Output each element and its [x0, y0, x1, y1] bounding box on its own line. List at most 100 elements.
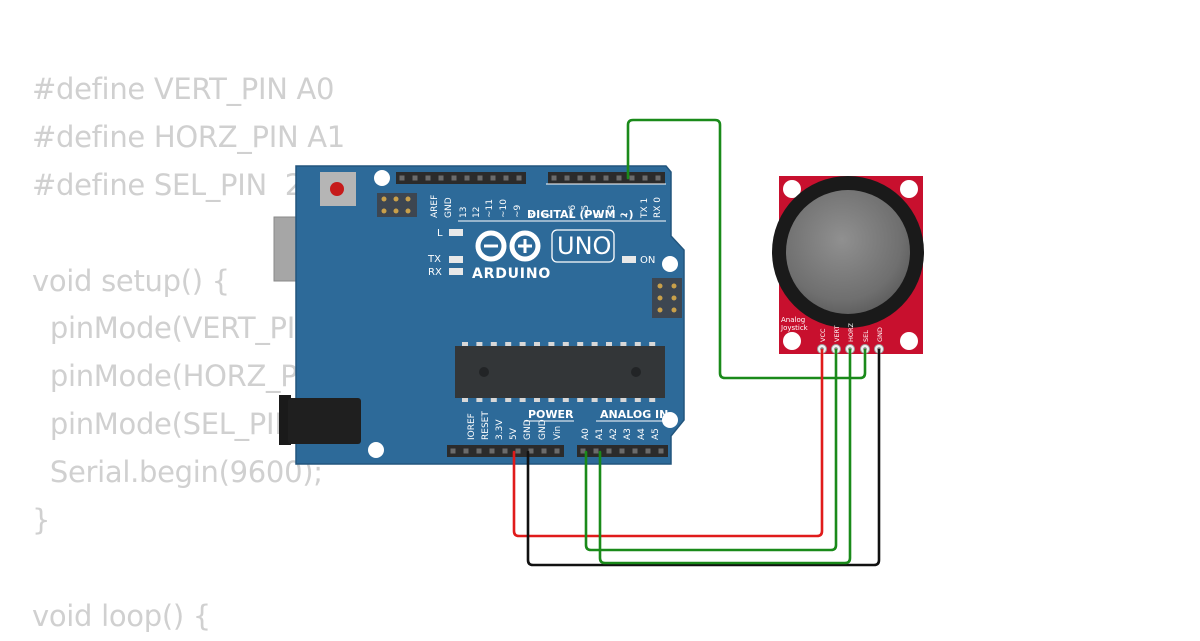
- header-pin-socket[interactable]: [438, 175, 444, 181]
- power-analog-pin-headers: [447, 445, 668, 457]
- digital-header-label: DIGITAL (PWM ~): [527, 208, 634, 221]
- header-pin-socket[interactable]: [629, 175, 635, 181]
- chip-pin: [548, 398, 555, 402]
- wire-gnd-to-gnd[interactable]: [526, 348, 881, 567]
- pin-label: A0: [581, 428, 591, 440]
- chip-pin: [591, 398, 598, 402]
- header-pin-socket[interactable]: [541, 448, 547, 454]
- chip-pin: [649, 398, 656, 402]
- header-pin-socket[interactable]: [502, 448, 508, 454]
- pin-label: A4: [637, 428, 647, 440]
- header-pin-socket[interactable]: [399, 175, 405, 181]
- onboard-leds: L TX RX ON: [427, 228, 655, 278]
- header-pin-socket[interactable]: [412, 175, 418, 181]
- code-line: #define SEL_PIN 2: [32, 167, 303, 202]
- chip-pin: [620, 342, 627, 346]
- pin-label: 13: [459, 207, 469, 218]
- analog-header-label: ANALOG IN: [600, 408, 668, 421]
- joystick-pin-label: VERT: [833, 325, 841, 342]
- chip-pin: [476, 342, 483, 346]
- chip-pin: [634, 398, 641, 402]
- joystick-pin-label: SEL: [862, 330, 870, 342]
- chip-pin: [562, 342, 569, 346]
- pin-label: 8: [528, 212, 538, 218]
- header-pin-socket[interactable]: [515, 448, 521, 454]
- pin-label: GND: [538, 419, 548, 440]
- pin-label: A5: [651, 428, 661, 440]
- digital-header-left: [396, 172, 526, 184]
- wire-vert-to-a0[interactable]: [584, 348, 838, 552]
- joystick-label-line2: Joystick: [780, 324, 809, 332]
- power-header-label: POWER: [528, 408, 574, 421]
- header-pin-socket[interactable]: [655, 175, 661, 181]
- header-pin-socket[interactable]: [476, 448, 482, 454]
- header-pin-socket[interactable]: [490, 175, 496, 181]
- header-pin-socket[interactable]: [450, 448, 456, 454]
- led-rx: [449, 268, 463, 275]
- header-pin-socket[interactable]: [451, 175, 457, 181]
- microcontroller-chip: [455, 346, 665, 398]
- chip-pin: [462, 342, 468, 346]
- reset-button[interactable]: [330, 182, 344, 196]
- header-pin-socket[interactable]: [528, 448, 534, 454]
- pin-label: ~9: [513, 204, 523, 218]
- chip-pin: [462, 398, 468, 402]
- pin-label: A3: [623, 428, 633, 440]
- pin-label: RESET: [481, 411, 491, 440]
- header-pin-socket[interactable]: [590, 175, 596, 181]
- header-pin-socket[interactable]: [616, 175, 622, 181]
- chip-pin: [591, 342, 598, 346]
- header-pin-socket[interactable]: [619, 448, 625, 454]
- pin-label: ~5: [581, 205, 591, 218]
- pin-label: TX 1: [640, 198, 650, 219]
- header-pin-socket[interactable]: [551, 175, 557, 181]
- chip-pin: [634, 342, 641, 346]
- header-pin-socket[interactable]: [642, 175, 648, 181]
- chip-pin: [562, 398, 569, 402]
- mounting-hole: [368, 442, 384, 458]
- header-pin-socket[interactable]: [516, 175, 522, 181]
- wire-horz-to-a1[interactable]: [598, 348, 852, 565]
- header-pin-socket[interactable]: [464, 175, 470, 181]
- chip-pin: [490, 342, 497, 346]
- arduino-logo-icon: [475, 230, 541, 262]
- brand-label: ARDUINO: [472, 266, 551, 282]
- wire-vcc-to-5v[interactable]: [512, 348, 824, 538]
- joystick-pin-label: GND: [876, 327, 884, 342]
- digital-pin-headers: [396, 172, 665, 184]
- joystick-thumbstick-icon[interactable]: [786, 190, 910, 314]
- header-pin-socket[interactable]: [580, 448, 586, 454]
- header-pin-socket[interactable]: [606, 448, 612, 454]
- code-line: void setup() {: [32, 263, 230, 298]
- header-pin-socket[interactable]: [489, 448, 495, 454]
- header-pin-socket[interactable]: [593, 448, 599, 454]
- joystick-label-line1: Analog: [781, 316, 805, 324]
- model-badge: [551, 229, 615, 263]
- header-pin-socket[interactable]: [463, 448, 469, 454]
- wire-sel-to-d2[interactable]: [626, 118, 867, 380]
- header-pin-socket[interactable]: [658, 448, 664, 454]
- chip-pin: [519, 342, 526, 346]
- header-pin-socket[interactable]: [564, 175, 570, 181]
- header-pin-socket[interactable]: [425, 175, 431, 181]
- code-line: #define VERT_PIN A0: [32, 72, 335, 106]
- header-pin-socket[interactable]: [503, 175, 509, 181]
- pin-label: ~6: [568, 204, 578, 218]
- header-pin-socket[interactable]: [603, 175, 609, 181]
- header-pin-socket[interactable]: [632, 448, 638, 454]
- mounting-hole: [783, 332, 801, 350]
- header-pin-socket[interactable]: [477, 175, 483, 181]
- header-pin-socket[interactable]: [554, 448, 560, 454]
- code-line: Serial.begin(9600);: [32, 455, 323, 490]
- pin-label: 7: [543, 212, 553, 218]
- header-pin-socket[interactable]: [645, 448, 651, 454]
- header-pin-socket[interactable]: [577, 175, 583, 181]
- mounting-hole: [900, 332, 918, 350]
- chip-pin: [519, 398, 526, 402]
- pin-label: AREF: [430, 195, 440, 218]
